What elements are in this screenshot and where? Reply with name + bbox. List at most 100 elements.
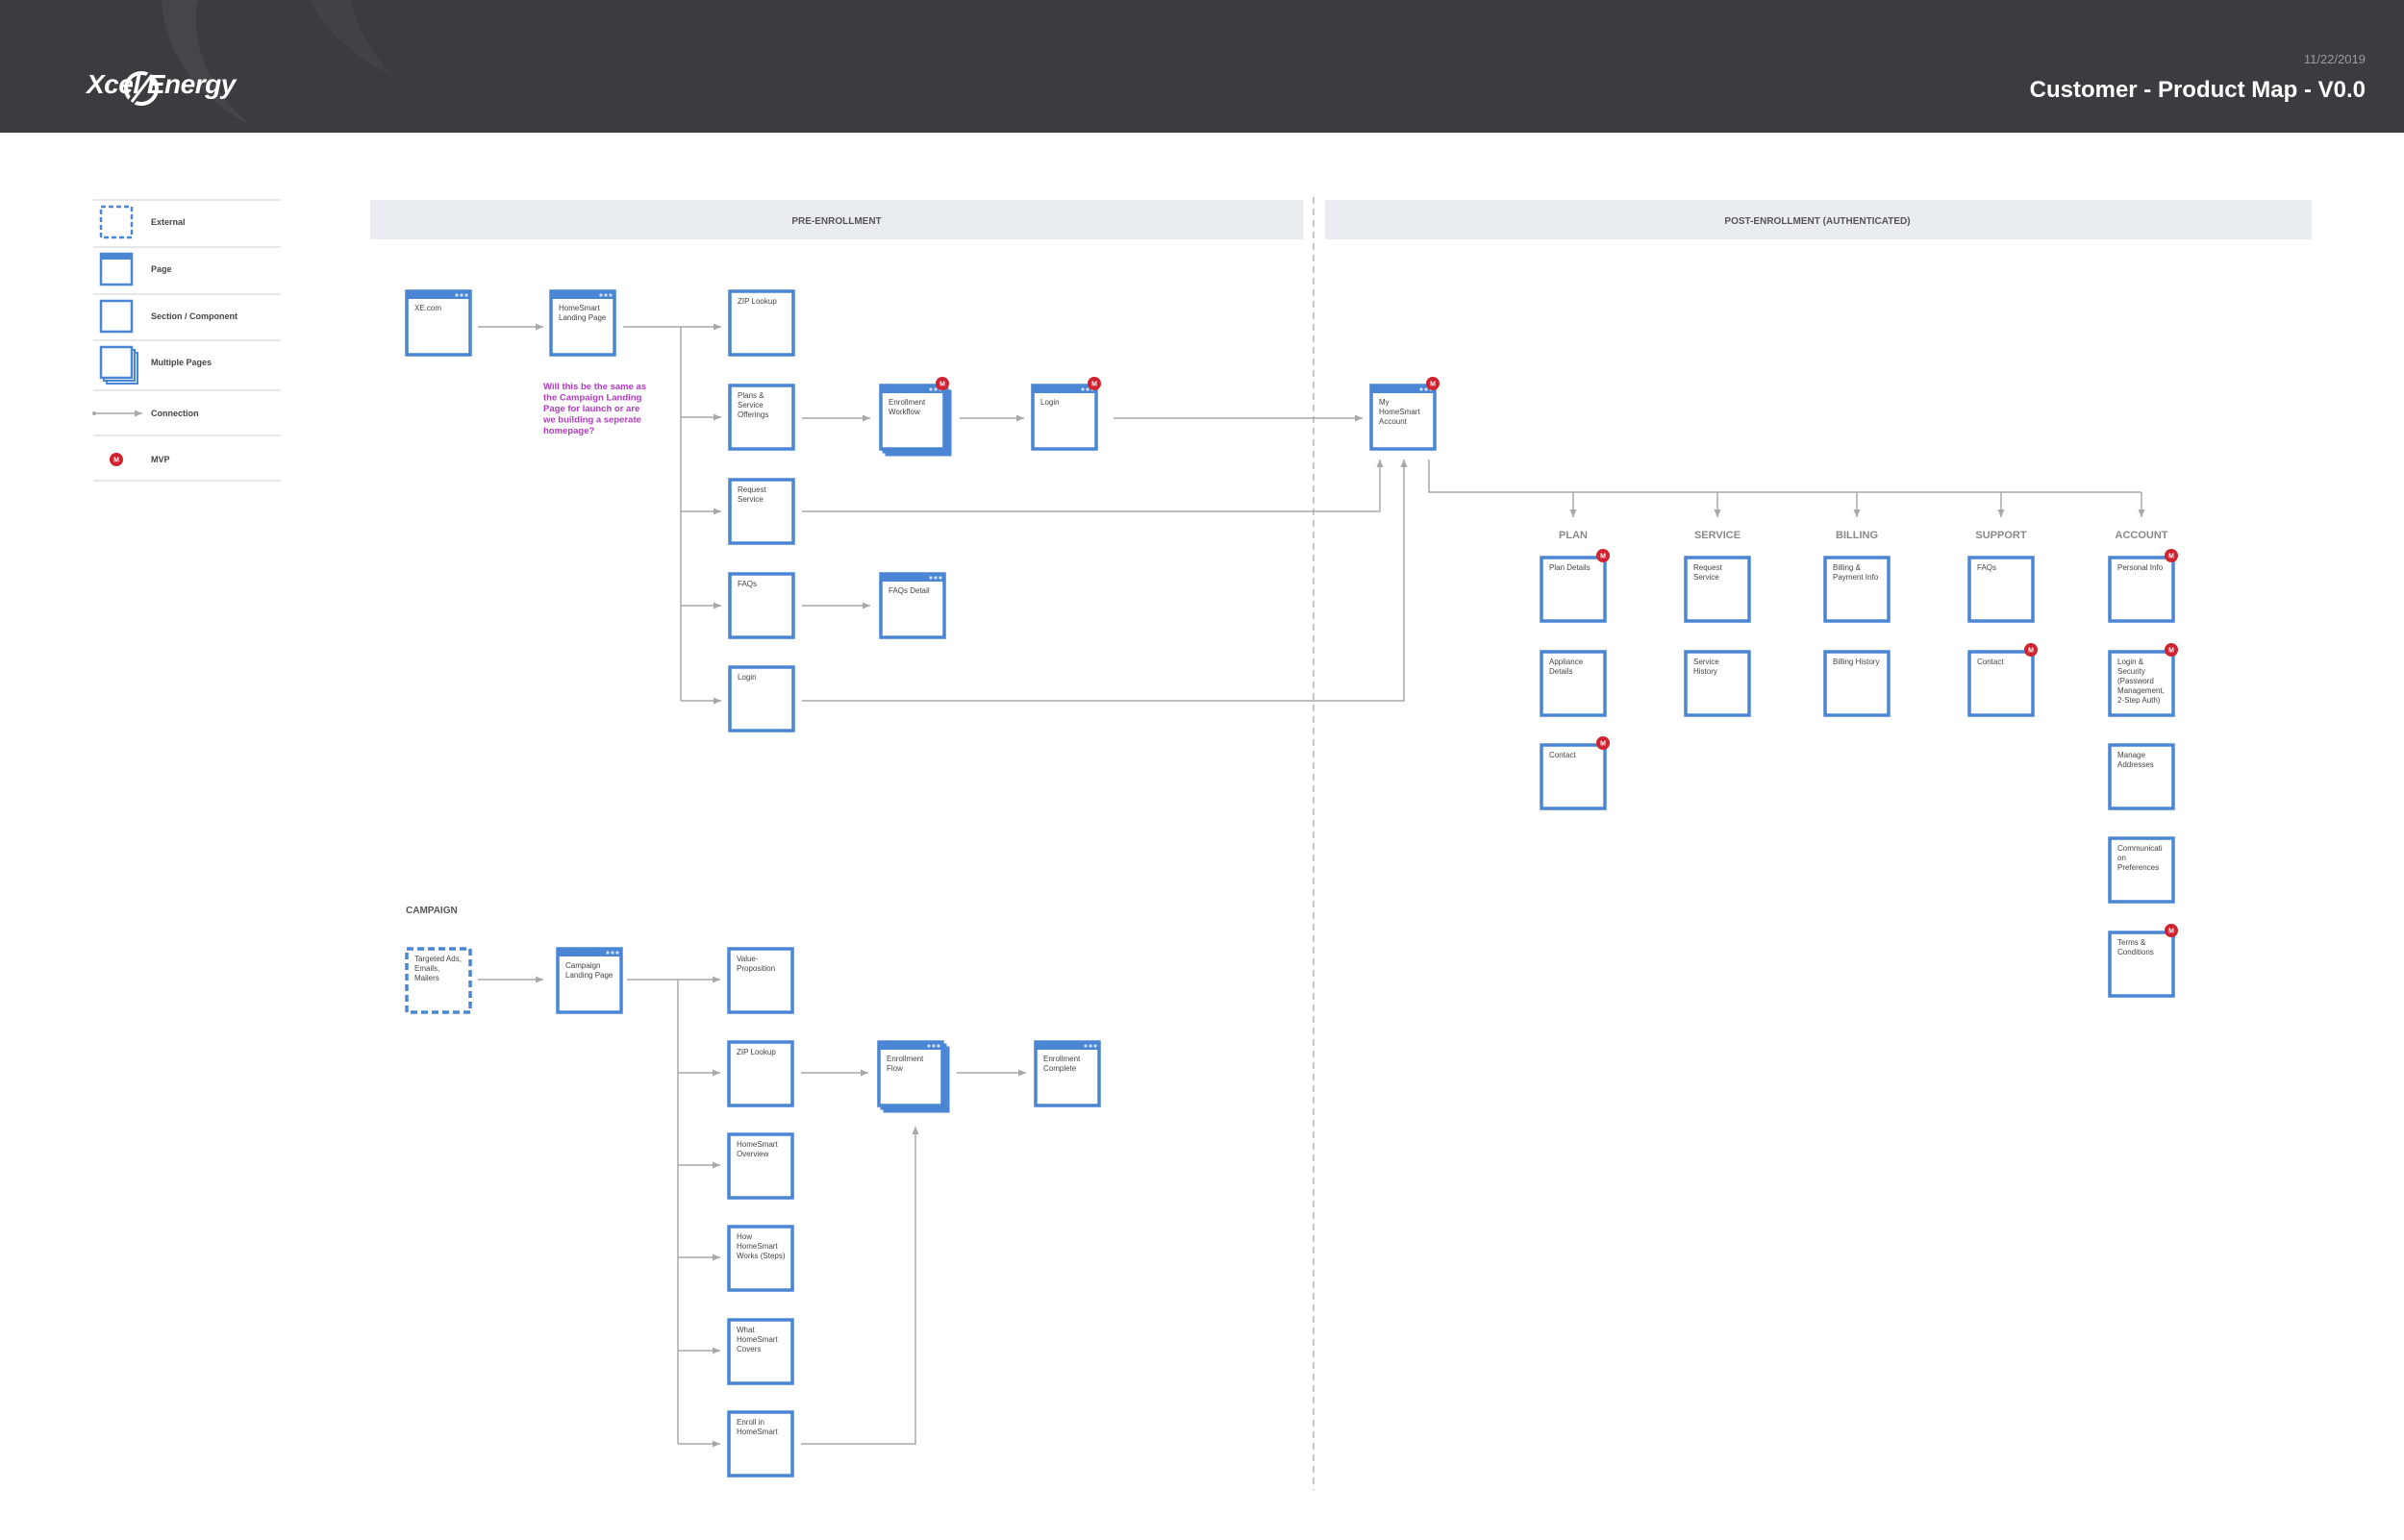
node-label-line: HomeSmart xyxy=(737,1242,778,1251)
node-label-line: Emails, xyxy=(414,964,439,973)
mvp-badge-icon xyxy=(2165,643,2178,657)
legend-item-connection: Connection xyxy=(92,409,199,418)
node-login-sec-frame xyxy=(728,665,795,733)
node-req-svc-pre-frame xyxy=(728,478,795,545)
node-enroll-complete-window-dot xyxy=(1084,1044,1088,1048)
brand-name: Xcel Energy xyxy=(87,69,236,99)
node-sup-faqs[interactable]: FAQs xyxy=(1967,556,2035,623)
node-sup-contact-frame xyxy=(1967,650,2035,717)
legend-label-multi: Multiple Pages xyxy=(151,358,212,367)
node-enroll-wf-frame xyxy=(879,384,946,451)
node-label-line: HomeSmart xyxy=(559,304,600,312)
node-label-line: XE.com xyxy=(414,304,441,312)
node-value-prop[interactable]: Value-Proposition xyxy=(727,947,794,1014)
node-hs-landing-frame xyxy=(549,289,616,357)
node-label-line: Addresses xyxy=(2117,760,2154,769)
brand-swoosh-graphic xyxy=(162,0,394,125)
node-targeted[interactable]: Targeted Ads,Emails,Mailers xyxy=(405,947,472,1014)
connector-request-service-to-account xyxy=(802,460,1384,512)
node-xe[interactable]: XE.com xyxy=(405,289,472,357)
node-svc-history-frame xyxy=(1684,650,1751,717)
node-zip-pre-frame xyxy=(728,289,795,357)
node-faqs-detail[interactable]: FAQs Detail xyxy=(879,572,946,639)
node-label-line: Enrollment xyxy=(1043,1055,1081,1063)
node-what-covers-frame xyxy=(727,1318,794,1385)
node-label-line: FAQs Detail xyxy=(889,586,930,595)
node-enroll-wf-window-dot xyxy=(934,387,938,391)
node-enroll-wf-titlebar xyxy=(881,385,944,393)
node-faqs-pre[interactable]: FAQs xyxy=(728,572,795,639)
node-faqs-detail-window-dot xyxy=(939,576,942,580)
legend-connection-start xyxy=(92,411,96,415)
node-acc-addr-frame xyxy=(2108,743,2175,810)
node-label-line: Plans & xyxy=(738,391,764,400)
legend-label-external: External xyxy=(151,217,186,227)
pre-enrollment-banner xyxy=(370,200,1303,239)
node-label-line: HomeSmart xyxy=(1379,408,1420,416)
node-acc-login-frame xyxy=(2108,650,2175,717)
node-xe-window-dot xyxy=(464,293,468,297)
node-label-line: Security xyxy=(2117,667,2145,676)
node-xe-frame xyxy=(405,289,472,357)
legend-mvp-letter: M xyxy=(113,458,119,464)
legend-label-mvp: MVP xyxy=(151,455,170,464)
legend-item-multi: Multiple Pages xyxy=(99,345,212,385)
node-label-line: Covers xyxy=(737,1345,761,1354)
connector-login-to-account-2 xyxy=(802,460,1408,702)
legend-multi-icon xyxy=(99,345,134,380)
node-label-line: Login xyxy=(1040,398,1060,407)
node-label-line: Details xyxy=(1549,667,1572,676)
node-my-account-titlebar xyxy=(1371,385,1435,393)
node-zip-pre[interactable]: ZIP Lookup xyxy=(728,289,795,357)
node-enroll-complete-titlebar xyxy=(1036,1042,1099,1050)
mvp-badge-icon xyxy=(1596,549,1610,562)
node-label-line: Preferences xyxy=(2117,863,2159,872)
node-label-line: Billing & xyxy=(1833,563,1862,572)
node-label-line: Enrollment xyxy=(887,1055,924,1063)
node-zip-camp[interactable]: ZIP Lookup xyxy=(727,1040,794,1107)
node-label-line: HomeSmart xyxy=(737,1428,778,1436)
node-label-line: Service xyxy=(1693,658,1719,666)
node-acc-login[interactable]: Login &Security(PasswordManagement,2-Ste… xyxy=(2108,643,2178,717)
connectors xyxy=(478,323,2145,1448)
node-billing-hist[interactable]: Billing History xyxy=(1823,650,1891,717)
node-hs-landing-titlebar xyxy=(551,291,614,299)
node-how-works-frame xyxy=(727,1225,794,1292)
node-label-line: Mailers xyxy=(414,974,439,982)
node-label-line: Value- xyxy=(737,955,759,963)
legend-label-section: Section / Component xyxy=(151,311,238,321)
node-label-line: My xyxy=(1379,398,1390,407)
legend-label-connection: Connection xyxy=(151,409,199,418)
node-login-sec[interactable]: Login xyxy=(728,665,795,733)
node-label-line: Communicati xyxy=(2117,844,2163,853)
node-billing-pay[interactable]: Billing &Payment Info xyxy=(1823,556,1891,623)
node-label-line: HomeSmart xyxy=(737,1140,778,1149)
node-label-line: Works (Steps) xyxy=(737,1252,786,1260)
legend-page-titlebar xyxy=(101,254,132,260)
node-label-line: Targeted Ads, xyxy=(414,955,462,963)
